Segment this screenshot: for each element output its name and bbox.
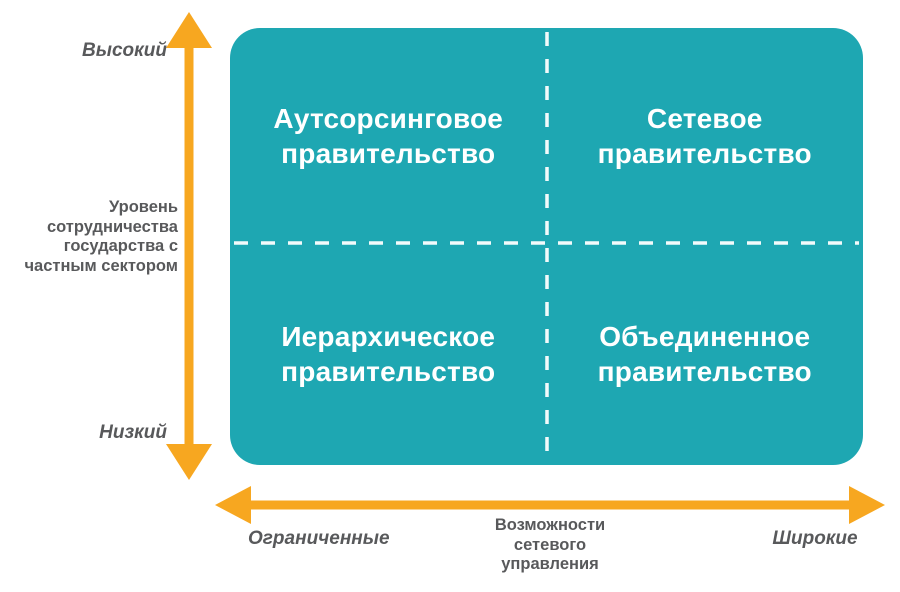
quadrant-bottom-right-label: Объединенное правительство bbox=[597, 321, 812, 387]
quadrant-dividers bbox=[234, 32, 859, 461]
y-axis-title: Уровень сотрудничества государства с час… bbox=[24, 198, 178, 275]
quadrant-top-right-label: Сетевое правительство bbox=[597, 102, 812, 169]
matrix-box: Аутсорсинговое правительство Сетевое пра… bbox=[230, 28, 863, 465]
x-axis-right-label: Широкие bbox=[772, 528, 858, 549]
quadrant-bottom-left-label: Иерархическое правительство bbox=[281, 321, 496, 387]
x-axis-title: Возможности сетевого управления bbox=[494, 516, 606, 573]
quadrant-grid: Аутсорсинговое правительство Сетевое пра… bbox=[230, 28, 863, 465]
quadrant-bottom-left: Иерархическое правительство bbox=[230, 243, 547, 465]
quadrant-top-right: Сетевое правительство bbox=[547, 28, 864, 243]
quadrant-top-left: Аутсорсинговое правительство bbox=[230, 28, 547, 243]
x-axis-left-label: Ограниченные bbox=[248, 528, 390, 549]
y-axis-high-label: Высокий bbox=[82, 40, 167, 61]
quadrant-top-left-label: Аутсорсинговое правительство bbox=[273, 102, 504, 169]
quadrant-bottom-right: Объединенное правительство bbox=[547, 243, 864, 465]
y-axis-low-label: Низкий bbox=[99, 422, 167, 443]
